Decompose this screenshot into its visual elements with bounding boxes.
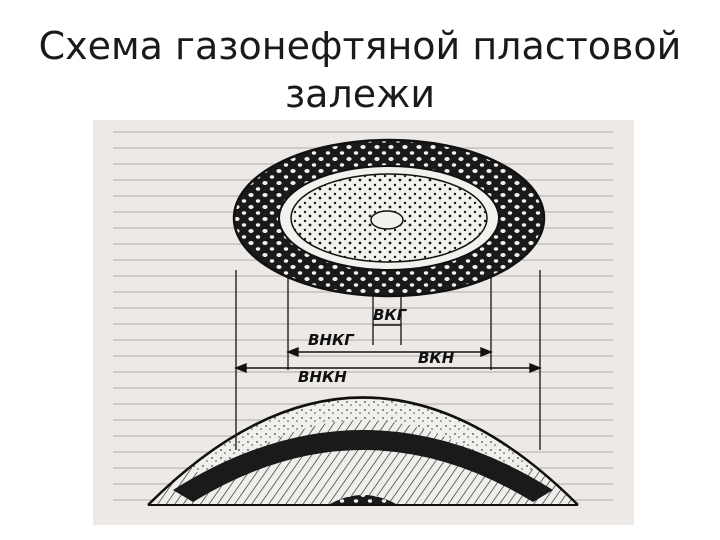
anticline-outline — [147, 396, 579, 506]
label-vkg: ВКГ — [373, 306, 408, 324]
slide-title-line-2: залежи — [284, 72, 436, 116]
label-vnkg: ВНКГ — [308, 331, 355, 349]
dimension-lines — [234, 324, 542, 374]
label-vnkn: ВНКН — [298, 368, 347, 386]
dark-bed-layer — [173, 430, 553, 502]
core-fold-layer — [308, 495, 418, 505]
slide-title-line-1: Схема газонефтяной пластовой — [38, 24, 682, 68]
gas-oil-reservoir-diagram: ВКГ ВНКГ ВКН ВНКН — [93, 120, 634, 525]
label-vkn: ВКН — [418, 349, 455, 367]
slide-title: Схема газонефтяной пластовой залежи — [0, 22, 720, 118]
gas-cap-core — [370, 210, 404, 230]
